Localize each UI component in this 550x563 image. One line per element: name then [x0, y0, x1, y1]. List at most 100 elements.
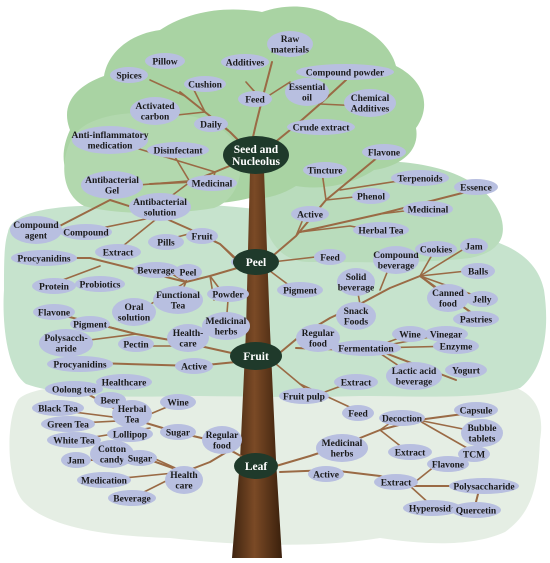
label-regular-food-fruit-text: Regular — [302, 329, 336, 339]
label-antibacterial-gel-ellipse — [81, 171, 143, 199]
label-crude-extract: Crude extract — [287, 119, 355, 135]
label-pills: Pills — [148, 234, 184, 250]
label-antibacterial-gel-text: Antibacterial — [85, 176, 139, 186]
label-pastries-text: Pastries — [460, 315, 492, 325]
label-jelly: Jelly — [466, 291, 498, 307]
label-medicinal-peel-ellipse — [403, 201, 453, 217]
label-medicinal-herbs-text: Medicinal — [206, 317, 247, 327]
label-powder-text: Powder — [212, 290, 244, 300]
label-quercetin-text: Quercetin — [456, 506, 497, 516]
hub-fruit-ellipse — [230, 342, 282, 370]
label-medicinal-text: Medicinal — [192, 179, 233, 189]
label-snack-foods-text: Snack — [344, 307, 370, 317]
label-regular-food-leaf-text: food — [213, 442, 232, 452]
label-health-care-fruit: Health-care — [167, 324, 209, 352]
label-crude-extract-text: Crude extract — [293, 123, 351, 133]
label-terpenoids-ellipse — [391, 170, 449, 186]
label-chemical-additives-text: Chemical — [351, 94, 390, 104]
hub-seed-and-nucleolus-ellipse — [223, 136, 289, 174]
label-extract-fruit-text: Extract — [341, 378, 372, 388]
label-antibacterial-solution-text: Antibacterial — [133, 198, 187, 208]
label-medicinal-peel-text: Medicinal — [408, 205, 449, 215]
label-feed-peel-ellipse — [314, 249, 346, 265]
label-beverage-leaf-text: Beverage — [113, 494, 150, 504]
label-sugar-bottom-text: Sugar — [128, 454, 153, 464]
label-lollipop: Lollipop — [107, 426, 153, 442]
label-yogurt: Yogurt — [445, 362, 487, 378]
label-pillow-ellipse — [145, 53, 185, 69]
label-balls: Balls — [461, 263, 495, 279]
hub-leaf-text: Leaf — [245, 461, 268, 473]
label-vinegar: Vinegar — [424, 326, 468, 342]
label-health-care-leaf-text: Health — [170, 471, 198, 481]
label-balls-text: Balls — [468, 267, 488, 277]
label-oral-solution-text: Oral — [125, 303, 144, 313]
label-wine-leaf-ellipse — [160, 394, 196, 410]
label-raw-materials-text: materials — [271, 46, 309, 56]
label-flavone-fruit: Flavone — [33, 304, 75, 320]
label-compound: Compound — [60, 224, 112, 240]
label-activated-carbon-text: Activated — [135, 102, 175, 112]
label-crude-extract-ellipse — [287, 119, 355, 135]
label-herbal-tea-peel: Herbal Tea — [353, 222, 409, 238]
label-extract-peel: Extract — [95, 244, 141, 260]
label-procyanidins-fruit-ellipse — [47, 356, 113, 372]
label-wine-fruit-text: Wine — [399, 330, 420, 340]
label-feed-peel-text: Feed — [320, 253, 340, 263]
label-additives-text: Additives — [226, 58, 265, 68]
label-procyanidins-fruit: Procyanidins — [47, 356, 113, 372]
label-essential-oil-text: Essential — [289, 83, 326, 93]
label-green-tea-ellipse — [41, 416, 95, 432]
label-feed-text: Feed — [245, 95, 265, 105]
label-active-leaf-text: Active — [313, 470, 339, 480]
label-tcm-text: TCM — [463, 450, 485, 460]
label-active-peel: Active — [291, 206, 329, 222]
label-fruit-pulp-ellipse — [279, 388, 329, 404]
label-phenol: Phenol — [352, 188, 390, 204]
label-wine-leaf-text: Wine — [167, 398, 188, 408]
label-fermentation-text: Fermentation — [338, 344, 394, 354]
label-probiotics-text: Probiotics — [80, 280, 121, 290]
label-peel-small-ellipse — [174, 264, 202, 280]
label-canned-food-text: Canned — [432, 289, 464, 299]
label-polysaccharide-fruit: Polysacch-aride — [39, 329, 93, 357]
label-cookies: Cookies — [415, 241, 457, 257]
label-yogurt-text: Yogurt — [452, 366, 481, 376]
label-spices-ellipse — [110, 67, 148, 83]
hub-leaf-ellipse — [234, 453, 278, 479]
label-flavone-leaf: Flavone — [427, 456, 469, 472]
label-feed-fruit: Feed — [342, 405, 374, 421]
hub-seed-and-nucleolus-text: Seed and — [234, 144, 279, 156]
label-oolong-tea: Oolong tea — [45, 381, 103, 397]
label-jam-leaf-ellipse — [61, 452, 91, 468]
label-polysaccharide-leaf-ellipse — [449, 478, 519, 494]
label-pastries: Pastries — [453, 311, 499, 327]
label-polysaccharide-leaf: Polysaccharide — [449, 478, 519, 494]
label-medicinal: Medicinal — [187, 175, 237, 191]
label-cotton-candy-text: Cotton — [98, 445, 127, 455]
label-medication-ellipse — [77, 472, 131, 488]
label-green-tea: Green Tea — [41, 416, 95, 432]
label-terpenoids-text: Terpenoids — [397, 174, 442, 184]
branch-line — [417, 419, 475, 453]
label-canned-food-text: food — [439, 300, 458, 310]
label-tincture-ellipse — [303, 162, 347, 178]
label-jelly-text: Jelly — [473, 295, 492, 305]
label-essence-text: Essence — [460, 183, 492, 193]
label-lollipop-text: Lollipop — [113, 430, 147, 440]
label-feed-fruit-ellipse — [342, 405, 374, 421]
label-antibacterial-solution-ellipse — [129, 193, 191, 221]
label-cotton-candy-ellipse — [90, 440, 134, 468]
label-bubbles: RawmaterialsAdditivesPillowSpicesCushion… — [10, 31, 519, 518]
label-probiotics-ellipse — [75, 276, 125, 292]
label-essence: Essence — [454, 179, 498, 195]
label-sugar-top-ellipse — [160, 424, 196, 440]
label-beverage-peel-text: Beverage — [137, 266, 174, 276]
label-compound-beverage-text: Compound — [373, 251, 419, 261]
